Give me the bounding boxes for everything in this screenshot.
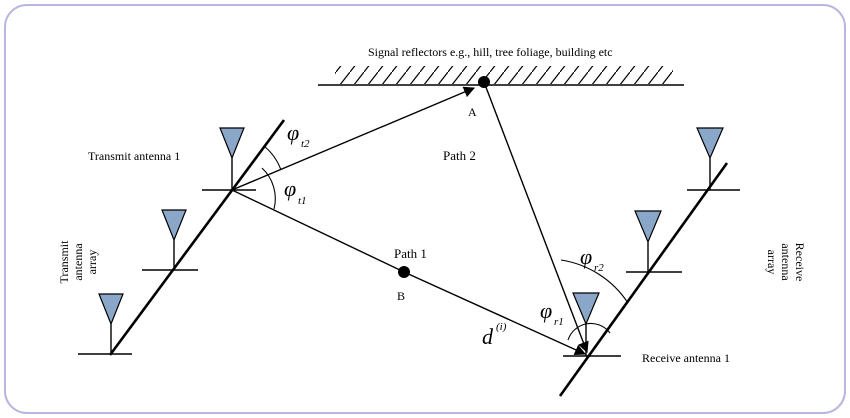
- path-a-to-rx: [483, 81, 589, 354]
- rx-array-line: [558, 162, 729, 397]
- svg-text:r2: r2: [594, 262, 604, 274]
- svg-text:antenna: antenna: [71, 243, 85, 281]
- reflector-label: Signal reflectors e.g., hill, tree folia…: [368, 45, 613, 59]
- path1-label: Path 1: [394, 246, 427, 261]
- tx-antenna-1: [202, 127, 256, 191]
- reflector-surface: [318, 66, 684, 86]
- svg-text:t2: t2: [301, 138, 310, 150]
- path2-label: Path 2: [443, 148, 476, 163]
- path-tx-to-a: [231, 86, 476, 191]
- svg-text:φ: φ: [580, 244, 592, 269]
- svg-text:φ: φ: [540, 298, 552, 323]
- svg-text:antenna: antenna: [779, 243, 793, 281]
- tx-antenna-3: [78, 293, 132, 355]
- path-tx-to-b: [231, 189, 405, 273]
- point-a-dot: [478, 76, 490, 88]
- angle-arc-t1: [261, 167, 276, 210]
- angle-phi-r2: φ r2: [580, 244, 604, 274]
- svg-text:t1: t1: [298, 195, 307, 207]
- frame-border: [4, 4, 846, 414]
- rx-antenna-1: [563, 292, 621, 357]
- tx-antenna-2: [142, 209, 198, 271]
- svg-text:array: array: [85, 250, 99, 275]
- svg-text:array: array: [765, 250, 779, 275]
- distance-label: d (i): [482, 321, 507, 349]
- point-b-dot: [398, 266, 410, 278]
- angle-phi-r1: φ r1: [540, 298, 564, 328]
- svg-text:φ: φ: [287, 120, 299, 145]
- angle-phi-t2: φ t2: [287, 120, 310, 150]
- svg-text:r1: r1: [554, 316, 564, 328]
- svg-text:φ: φ: [284, 176, 296, 201]
- rx-antenna-label: Receive antenna 1: [642, 351, 730, 365]
- svg-text:(i): (i): [496, 321, 507, 333]
- rx-antenna-3: [687, 127, 740, 191]
- svg-text:d: d: [482, 324, 494, 349]
- rx-array-label: Receive antenna array: [765, 243, 807, 282]
- point-a-label: A: [468, 105, 477, 119]
- angle-phi-t1: φ t1: [284, 176, 307, 207]
- path-b-to-rx: [403, 271, 587, 355]
- angle-arc-t2: [263, 145, 282, 171]
- rx-antenna-2: [626, 210, 682, 273]
- svg-text:Transmit: Transmit: [57, 240, 71, 284]
- svg-text:Receive: Receive: [793, 243, 807, 282]
- point-b-label: B: [397, 289, 405, 303]
- angle-arc-r2: [560, 259, 629, 304]
- tx-antenna-label: Transmit antenna 1: [88, 149, 180, 163]
- tx-array-line: [108, 119, 286, 356]
- tx-array-label: Transmit antenna array: [57, 240, 99, 284]
- angle-arc-r1: [567, 322, 611, 341]
